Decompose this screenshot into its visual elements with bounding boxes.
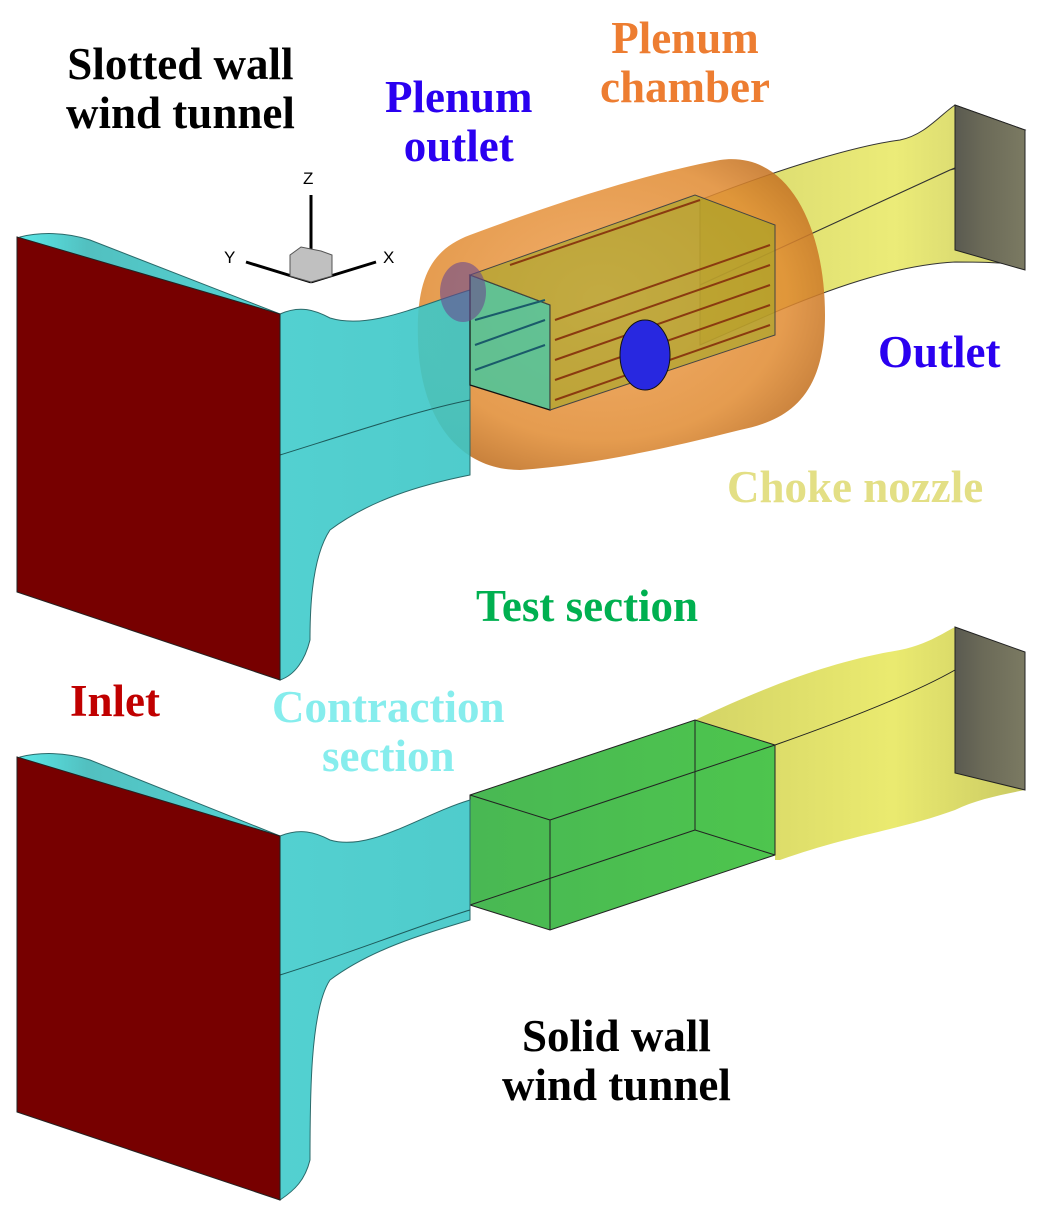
axis-x-label: X bbox=[383, 248, 394, 267]
outlet-label: Outlet bbox=[878, 327, 1001, 377]
slotted-wall-title: Slotted wall wind tunnel bbox=[66, 40, 295, 138]
plenum-outlet-back bbox=[440, 262, 486, 322]
solid-wall-title: Solid wall wind tunnel bbox=[502, 1012, 731, 1110]
axis-y-label: Y bbox=[224, 248, 235, 267]
plenum-chamber-label: Plenum chamber bbox=[600, 14, 770, 112]
solid-title-line2: wind tunnel bbox=[502, 1060, 731, 1110]
solid-wall-tunnel bbox=[16, 626, 1026, 1201]
inlet-face bbox=[16, 236, 281, 681]
choke-nozzle-bottom bbox=[695, 627, 1025, 860]
test-section-slotted-body bbox=[468, 194, 776, 411]
outlet-face-bottom bbox=[954, 626, 1026, 791]
inlet-face-bottom bbox=[16, 756, 281, 1201]
plenum-outlet-label: Plenum outlet bbox=[385, 73, 533, 171]
test-section-edges bbox=[469, 720, 776, 930]
solid-title-line1: Solid wall bbox=[522, 1011, 711, 1061]
slotted-wall-tunnel: Z Y X bbox=[16, 104, 1027, 681]
test-section-label: Test section bbox=[476, 581, 699, 631]
axis-z-label: Z bbox=[303, 169, 313, 188]
inlet-label: Inlet bbox=[70, 676, 160, 726]
contraction-line1: Contraction bbox=[272, 682, 505, 732]
contraction-line2: section bbox=[322, 731, 455, 781]
outlet-face bbox=[954, 104, 1026, 271]
contraction-edge-line-bottom bbox=[279, 909, 471, 976]
test-section-solid bbox=[469, 719, 776, 931]
slotted-title-line1: Slotted wall bbox=[67, 39, 294, 89]
choke-nozzle-label: Choke nozzle bbox=[727, 462, 984, 512]
plenum-outlet-line2: outlet bbox=[403, 121, 514, 171]
plenum-chamber-line2: chamber bbox=[600, 62, 770, 112]
slotted-title-line2: wind tunnel bbox=[66, 88, 295, 138]
axis-cube-icon bbox=[289, 246, 333, 283]
plenum-outlet-line1: Plenum bbox=[385, 72, 533, 122]
axis-triad: Z Y X bbox=[224, 169, 394, 284]
slot-lines-front bbox=[474, 299, 546, 371]
contraction-section-label: Contraction section bbox=[272, 683, 504, 781]
contraction-edge-line bbox=[279, 399, 471, 456]
plenum-chamber-line1: Plenum bbox=[611, 13, 759, 63]
plenum-outlet-front bbox=[619, 319, 671, 391]
